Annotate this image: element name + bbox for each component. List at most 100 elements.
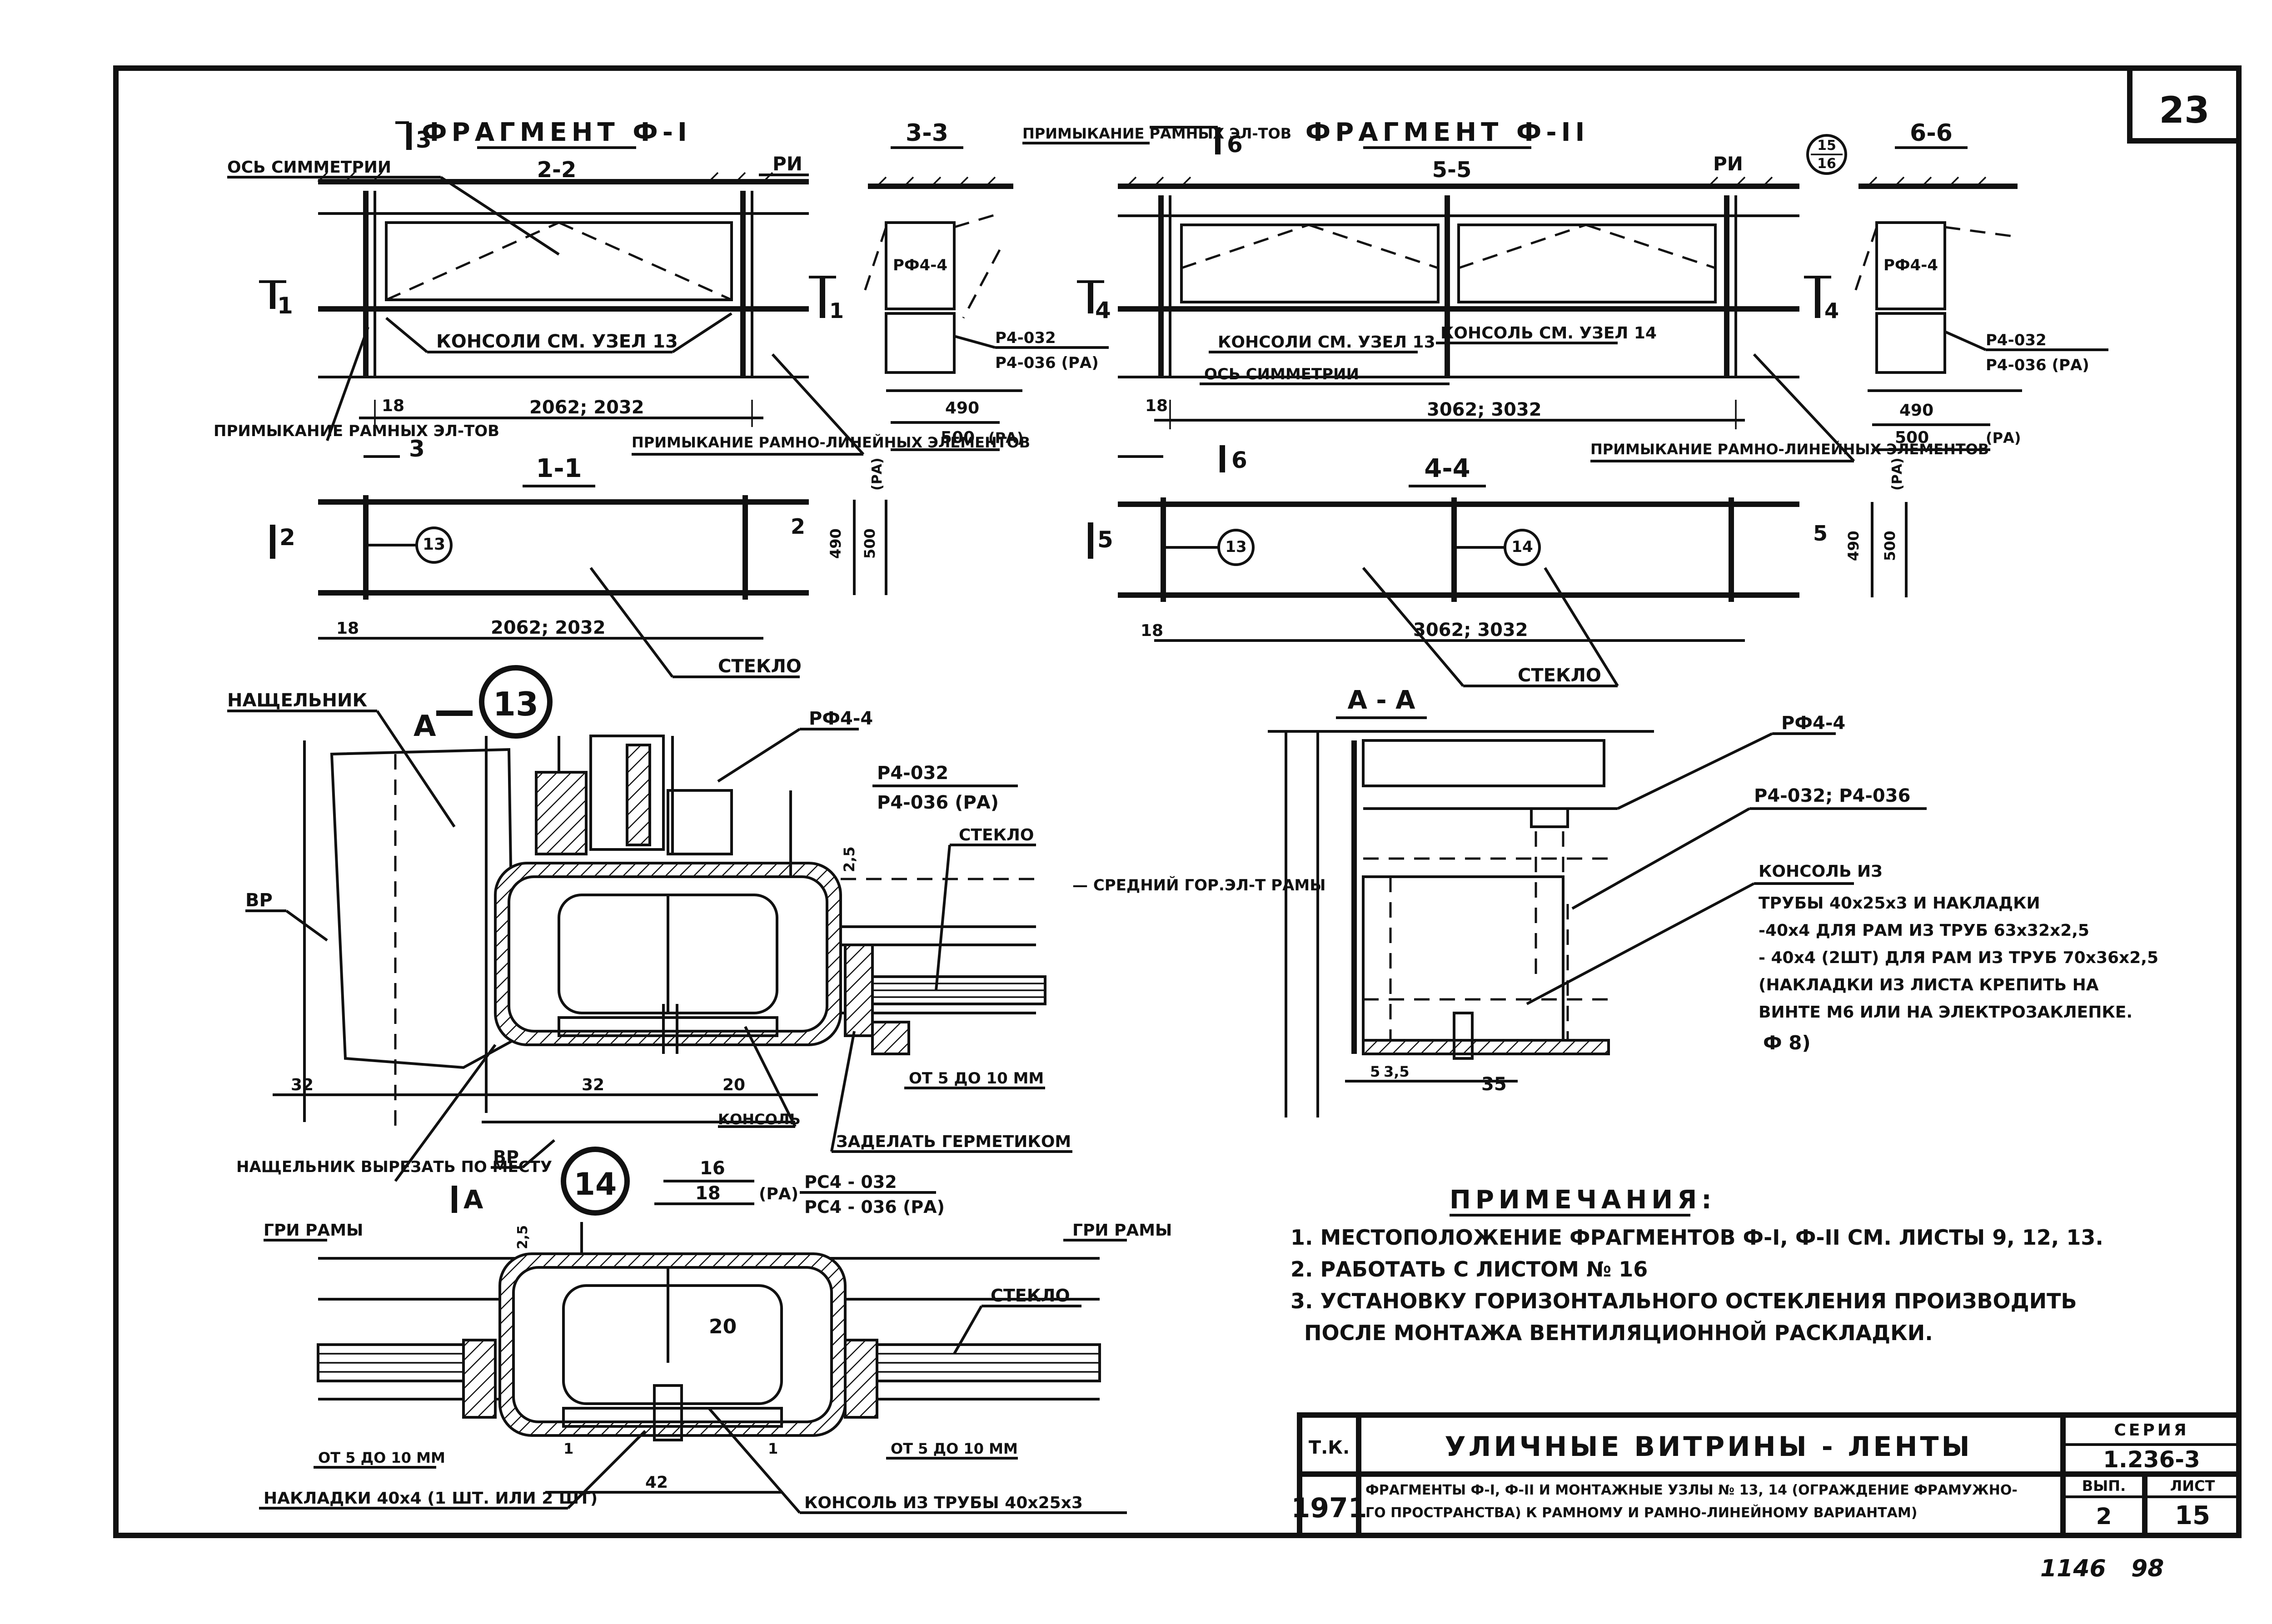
section-a-a: А - А РФ4-4 Р4-032; Р4-036 КОНСОЛЬ ИЗ ТР… bbox=[1268, 685, 2158, 1117]
node-ref: 13 bbox=[1225, 538, 1246, 556]
glass-label: СТЕКЛО bbox=[1518, 665, 1601, 686]
middle-rail-label: — СРЕДНИЙ ГОР.ЭЛ-Т РАМЫ bbox=[1072, 876, 1325, 894]
drawing-title: УЛИЧНЫЕ ВИТРИНЫ - ЛЕНТЫ bbox=[1445, 1431, 1972, 1463]
dim: 490 bbox=[827, 528, 844, 559]
fragment-2-title: ФРАГМЕНТ Ф-II bbox=[1305, 118, 1589, 147]
node-ref: 13 bbox=[423, 535, 445, 554]
handwritten-note: 1146 bbox=[2040, 1555, 2106, 1582]
dim: 5 bbox=[1370, 1063, 1380, 1080]
vyp: 2 bbox=[2096, 1503, 2112, 1530]
dim: 500 bbox=[1895, 428, 1929, 447]
title-block: Т.К. 1971 УЛИЧНЫЕ ВИТРИНЫ - ЛЕНТЫ ФРАГМЕ… bbox=[1291, 1412, 2242, 1538]
profile-label: Р4-032 bbox=[1986, 331, 2047, 349]
node-ref: 14 bbox=[1511, 538, 1533, 556]
section-title: 6-6 bbox=[1910, 119, 1953, 147]
junction-label: ПРИМЫКАНИЕ РАМНЫХ ЭЛ-ТОВ bbox=[214, 422, 499, 440]
aa-marker: А bbox=[463, 1185, 483, 1215]
section-6-6: 6-6 РФ4-4 4 Р4-032 Р4-036 (РА) 490 500 (… bbox=[1804, 119, 2108, 451]
console-line: ВИНТЕ М6 ИЛИ НА ЭЛЕКТРОЗАКЛЕПКЕ. bbox=[1759, 1003, 2132, 1022]
cut-marker: 3 bbox=[409, 436, 425, 462]
section-label: 4-4 bbox=[1424, 454, 1470, 483]
gri-label: ГРИ РАМЫ bbox=[264, 1221, 363, 1240]
ra-label: (РА) bbox=[869, 457, 885, 491]
notes-title: ПРИМЕЧАНИЯ: bbox=[1450, 1185, 1716, 1215]
vr-label: ВР bbox=[493, 1147, 519, 1167]
dim: 35 bbox=[1481, 1074, 1507, 1095]
profile-label: Р4-032; Р4-036 bbox=[1754, 785, 1910, 806]
ra-label: (РА) bbox=[1889, 457, 1905, 491]
profile-label: Р4-032 bbox=[995, 329, 1056, 347]
note-item: ПОСЛЕ МОНТАЖА ВЕНТИЛЯЦИОННОЙ РАСКЛАДКИ. bbox=[1304, 1321, 1933, 1345]
ri-label: РИ bbox=[1713, 153, 1743, 175]
dim: 1 bbox=[563, 1440, 573, 1457]
gap-label: ОТ 5 ДО 10 ММ bbox=[891, 1440, 1018, 1457]
console-line: Ф 8) bbox=[1763, 1032, 1811, 1054]
cut-marker: 5 bbox=[1097, 526, 1113, 553]
list-label: ЛИСТ bbox=[2170, 1477, 2215, 1495]
dim: 42 bbox=[645, 1473, 668, 1492]
dim: 18 bbox=[336, 619, 359, 638]
console-line: ТРУБЫ 40х25х3 И НАКЛАДКИ bbox=[1759, 894, 2040, 913]
node-number: 13 bbox=[493, 685, 538, 723]
vyp-label: ВЫП. bbox=[2082, 1477, 2126, 1495]
note-item: 2. РАБОТАТЬ С ЛИСТОМ № 16 bbox=[1290, 1257, 1648, 1281]
drawing-desc: ГО ПРОСТРАНСТВА) К РАМНОМУ И РАМНО-ЛИНЕЙ… bbox=[1365, 1505, 1917, 1521]
console-note: КОНСОЛИ СМ. УЗЕЛ 13 bbox=[436, 331, 678, 352]
notes: ПРИМЕЧАНИЯ: 1. МЕСТОПОЛОЖЕНИЕ ФРАГМЕНТОВ… bbox=[1290, 1185, 2103, 1345]
dim: 18 bbox=[382, 397, 404, 415]
axis-label: ОСЬ СИММЕТРИИ bbox=[227, 158, 391, 177]
dim: 18 bbox=[1141, 621, 1163, 640]
dim: 32 bbox=[582, 1076, 604, 1094]
ri-label: РИ bbox=[772, 153, 802, 175]
console-line: - 40х4 (2ШТ) ДЛЯ РАМ ИЗ ТРУБ 70х36х2,5 bbox=[1759, 949, 2158, 967]
gri-label: ГРИ РАМЫ bbox=[1072, 1221, 1172, 1240]
ra-label: (РА) bbox=[1986, 429, 2021, 447]
cut-marker: 4 bbox=[1824, 298, 1839, 323]
vr-label: ВР bbox=[245, 890, 273, 911]
dim: 2062; 2032 bbox=[529, 397, 644, 418]
node-14-detail: 14 16 18 (РА) РС4 - 032 РС4 - 036 (РА) 2… bbox=[259, 1147, 1172, 1514]
dim: 500 bbox=[861, 528, 878, 559]
seria: 1.236-3 bbox=[2103, 1446, 2200, 1473]
seria-label: СЕРИЯ bbox=[2114, 1421, 2189, 1440]
junction-linear-label: ПРИМЫКАНИЕ РАМНО-ЛИНЕЙНЫХ ЭЛЕМЕНТОВ bbox=[632, 434, 1030, 451]
node-ref: 16 bbox=[1817, 156, 1836, 172]
section-label: 1-1 bbox=[536, 454, 582, 483]
profile-label: Р4-036 (РА) bbox=[877, 792, 999, 813]
dim: 490 bbox=[1845, 531, 1862, 561]
profile-label: Р4-036 (РА) bbox=[1986, 356, 2089, 374]
note-item: 3. УСТАНОВКУ ГОРИЗОНТАЛЬНОГО ОСТЕКЛЕНИЯ … bbox=[1290, 1289, 2077, 1313]
dim: 2,5 bbox=[841, 846, 858, 872]
fragment-2: ФРАГМЕНТ Ф-II ПРИМЫКАНИЕ РАМНЫХ ЭЛ-ТОВ 6… bbox=[1022, 118, 1989, 687]
dim: 20 bbox=[722, 1076, 745, 1094]
node-number: 14 bbox=[574, 1167, 617, 1202]
glass-label: СТЕКЛО bbox=[959, 826, 1034, 844]
dim: 18 bbox=[1145, 397, 1168, 415]
profile-label: РС4 - 032 bbox=[804, 1172, 897, 1192]
rf-label: РФ4-4 bbox=[1781, 713, 1845, 734]
console-line: -40х4 ДЛЯ РАМ ИЗ ТРУБ 63х32х2,5 bbox=[1759, 921, 2089, 940]
cut-marker: 3 bbox=[416, 127, 432, 153]
dim: 3062; 3032 bbox=[1427, 399, 1542, 420]
dim: 2062; 2032 bbox=[491, 617, 606, 638]
sealant-label: ЗАДЕЛАТЬ ГЕРМЕТИКОМ bbox=[836, 1132, 1071, 1151]
dim: 2,5 bbox=[515, 1225, 531, 1249]
dim: 16 bbox=[700, 1158, 725, 1179]
cut-marker: 6 bbox=[1231, 447, 1247, 473]
cut-marker: 4 bbox=[1095, 297, 1111, 323]
cut-marker: 1 bbox=[277, 293, 293, 319]
profile-label: Р4-036 (РА) bbox=[995, 354, 1099, 372]
section-title: А - А bbox=[1348, 685, 1416, 715]
rf-label: РФ4-4 bbox=[809, 708, 873, 729]
node-13-detail: НАЩЕЛЬНИК А 13 РФ4-4 bbox=[227, 665, 1325, 1215]
tk-label: Т.К. bbox=[1309, 1437, 1350, 1458]
dim: 20 bbox=[709, 1315, 737, 1338]
console-note: КОНСОЛЬ СМ. УЗЕЛ 14 bbox=[1440, 324, 1657, 343]
gap-label: ОТ 5 ДО 10 ММ bbox=[909, 1069, 1044, 1088]
cut-marker: 2 bbox=[791, 514, 805, 539]
sheet-number: 23 bbox=[2159, 89, 2209, 131]
fragment-1-title: ФРАГМЕНТ Ф-I bbox=[422, 118, 692, 147]
dim: 490 bbox=[1899, 401, 1933, 420]
fragment-1: ФРАГМЕНТ Ф-I 3 2-2 ОСЬ СИММЕТРИИ РИ 1 КО… bbox=[214, 118, 1030, 678]
